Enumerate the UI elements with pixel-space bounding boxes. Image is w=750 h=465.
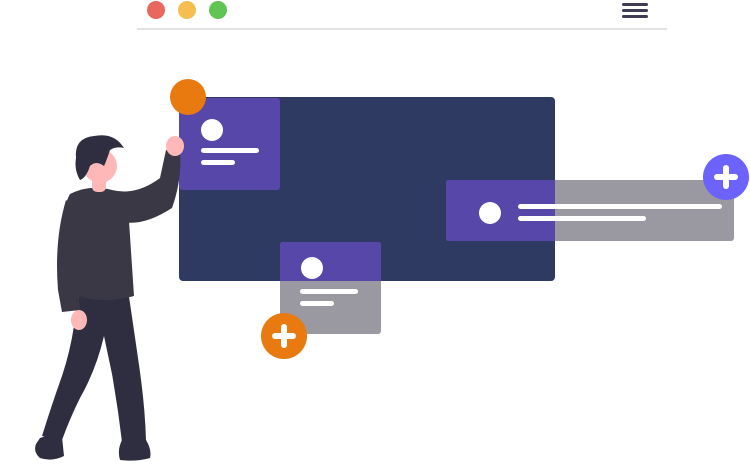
add-button-left[interactable] — [261, 313, 307, 359]
card-avatar-icon — [301, 257, 323, 279]
pants — [42, 290, 146, 442]
card-line — [518, 204, 722, 209]
card-line — [518, 216, 646, 221]
card-avatar-icon — [479, 202, 501, 224]
maximize-dot[interactable] — [209, 1, 227, 19]
lower-hand — [71, 310, 87, 330]
card-bottom[interactable] — [280, 242, 381, 334]
card-line — [300, 301, 334, 306]
left-shoe — [35, 435, 64, 460]
window-chrome — [137, 1, 667, 30]
raised-arm — [112, 150, 181, 223]
minimize-dot[interactable] — [178, 1, 196, 19]
orange-dot-marker — [170, 79, 206, 115]
card-line — [201, 160, 235, 165]
hair — [75, 135, 124, 180]
card-line — [201, 148, 259, 153]
add-button-right[interactable] — [703, 154, 749, 200]
card-top-left[interactable] — [179, 98, 280, 190]
card-avatar-icon — [201, 119, 223, 141]
plus-icon — [272, 324, 296, 348]
hanging-arm — [57, 200, 82, 312]
chrome-divider — [137, 28, 667, 30]
hamburger-menu-icon[interactable] — [622, 3, 648, 18]
right-shoe — [118, 440, 151, 461]
card-line — [300, 289, 358, 294]
close-dot[interactable] — [147, 1, 165, 19]
card-right[interactable] — [446, 180, 734, 241]
raised-hand — [166, 136, 184, 156]
plus-icon — [714, 165, 738, 189]
person-illustration — [35, 135, 184, 461]
